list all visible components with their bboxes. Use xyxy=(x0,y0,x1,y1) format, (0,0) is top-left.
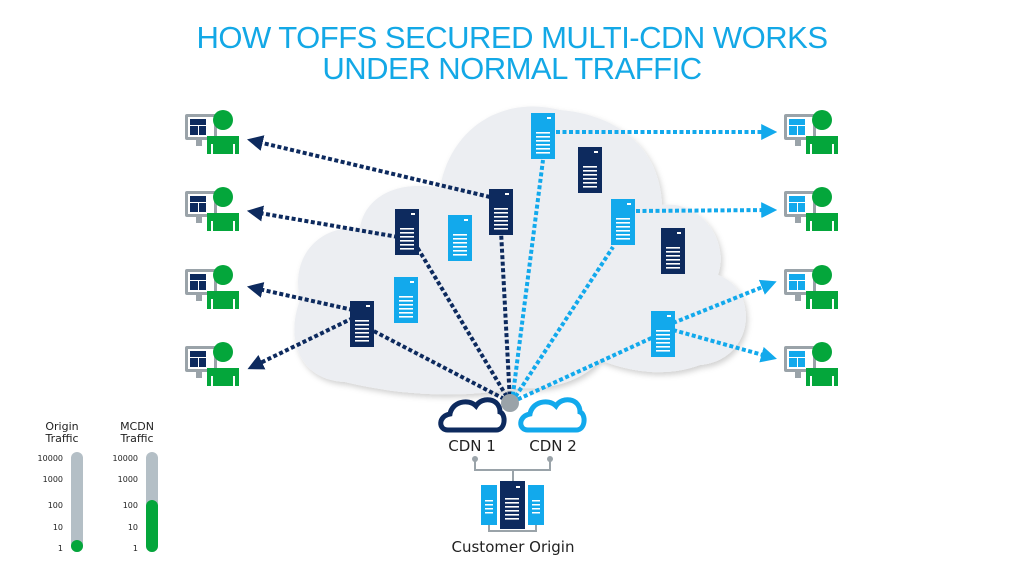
meter-label: Traffic xyxy=(119,432,153,445)
link-s1-user3 xyxy=(246,282,354,312)
server-icon xyxy=(611,199,635,245)
meter-label: Traffic xyxy=(44,432,78,445)
user-workstation-icon xyxy=(784,342,838,386)
cdn2-links xyxy=(510,124,778,404)
server-icon xyxy=(394,277,418,323)
link-s1-user4 xyxy=(247,316,354,370)
users-left xyxy=(185,110,239,386)
server-icon xyxy=(489,189,513,235)
meter-fill xyxy=(71,540,83,552)
user-workstation-icon xyxy=(784,187,838,231)
user-workstation-icon xyxy=(784,110,838,154)
meter-track xyxy=(71,452,83,552)
origin-label: Customer Origin xyxy=(452,538,575,556)
meter-tick-label: 100 xyxy=(48,501,63,510)
user-workstation-icon xyxy=(185,110,239,154)
link-s3-user1 xyxy=(246,135,491,199)
page-title: HOW TOFFS SECURED MULTI-CDN WORKS UNDER … xyxy=(0,22,1024,84)
link-s2-user2 xyxy=(246,205,399,239)
server-icon xyxy=(350,301,374,347)
meter-label: Origin xyxy=(45,420,78,433)
meter-tick-label: 10000 xyxy=(113,454,138,463)
cdn2-label: CDN 2 xyxy=(529,437,577,455)
link-hub-l1 xyxy=(510,159,545,403)
link-l3-user7 xyxy=(672,279,777,325)
link-hub-s1 xyxy=(361,323,511,404)
server-rack-icon xyxy=(481,481,544,532)
meter-tick-label: 1 xyxy=(133,544,138,553)
cloud-outline-dark-icon xyxy=(438,397,507,433)
user-workstation-icon xyxy=(185,187,239,231)
server-icon xyxy=(661,228,685,274)
meter-tick-label: 1000 xyxy=(43,475,63,484)
origin-connectors xyxy=(474,459,551,483)
cdn1-label: CDN 1 xyxy=(448,437,496,455)
link-l2-user6 xyxy=(635,202,778,219)
server-icon xyxy=(531,113,555,159)
meter-tick-label: 1 xyxy=(58,544,63,553)
cloud-outline-light-icon xyxy=(518,397,587,433)
user-workstation-icon xyxy=(784,265,838,309)
server-icon xyxy=(651,311,675,357)
meter-label: MCDN xyxy=(120,420,154,433)
traffic-meters: OriginTraffic100001000100101MCDNTraffic1… xyxy=(38,420,158,553)
server-icon xyxy=(448,215,472,261)
cdn1-links xyxy=(246,135,512,404)
meter-tick-label: 10 xyxy=(128,523,138,532)
server-icon xyxy=(578,147,602,193)
link-hub-l2 xyxy=(510,245,615,404)
link-hub-s2 xyxy=(406,230,512,404)
title-line-1: HOW TOFFS SECURED MULTI-CDN WORKS xyxy=(196,20,828,55)
title-line-2: UNDER NORMAL TRAFFIC xyxy=(322,51,702,86)
hub-node xyxy=(501,394,519,412)
meter-tick-label: 100 xyxy=(123,501,138,510)
link-hub-s3 xyxy=(498,211,512,403)
link-hub-l3 xyxy=(511,333,659,404)
meter-tick-label: 10 xyxy=(53,523,63,532)
meter-fill xyxy=(146,500,158,552)
users-right xyxy=(784,110,838,386)
user-workstation-icon xyxy=(185,265,239,309)
link-l3-user8 xyxy=(672,328,777,363)
meter-tick-label: 1000 xyxy=(118,475,138,484)
user-workstation-icon xyxy=(185,342,239,386)
meter-tick-label: 10000 xyxy=(38,454,63,463)
server-icon xyxy=(395,209,419,255)
